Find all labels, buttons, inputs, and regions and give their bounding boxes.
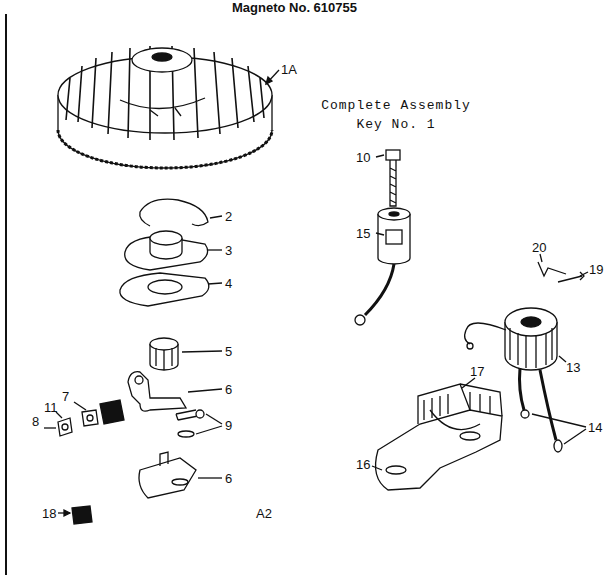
flywheel [58, 46, 279, 168]
callout-number: 6 [225, 382, 232, 397]
callout-number: 4 [225, 276, 232, 291]
primary-wires [520, 368, 587, 452]
callout-number: 14 [588, 420, 602, 435]
bushing [150, 338, 222, 370]
callout-number: 18 [42, 506, 56, 521]
condenser [355, 208, 410, 325]
insulating-plate [120, 273, 222, 306]
scan-edge [5, 14, 7, 575]
callout-number: 8 [32, 414, 39, 429]
callout-number: 5 [225, 344, 232, 359]
screw [376, 150, 400, 206]
callout-number: 20 [532, 240, 546, 255]
callout-number: 2 [225, 209, 232, 224]
cam-plate [125, 231, 222, 270]
callout-number: 10 [356, 150, 370, 165]
callout-number: 11 [44, 400, 58, 415]
laminated-core [372, 378, 502, 490]
spring-clip [140, 199, 222, 226]
callout-number: 9 [225, 418, 232, 433]
callout-number: 15 [356, 226, 370, 241]
contact-parts [44, 400, 124, 436]
breaker-arm [128, 372, 222, 411]
callout-number: A2 [256, 506, 272, 521]
callout-number: 7 [62, 389, 69, 404]
callout-number: 1A [281, 62, 297, 77]
callout-number: 19 [589, 262, 603, 277]
felt-pad [58, 506, 92, 524]
diagram-title: Magneto No. 610755 [232, 0, 357, 15]
callout-number: 13 [566, 360, 580, 375]
callout-number: 16 [356, 457, 370, 472]
screw-washer [176, 410, 222, 437]
ignition-coil [465, 308, 566, 370]
callout-number: 6 [225, 471, 232, 486]
assembly-note: Complete Assembly Key No. 1 [306, 96, 486, 134]
ground-wires [538, 254, 588, 282]
base-plate [139, 452, 222, 498]
callout-number: 3 [225, 243, 232, 258]
callout-number: 17 [470, 364, 484, 379]
